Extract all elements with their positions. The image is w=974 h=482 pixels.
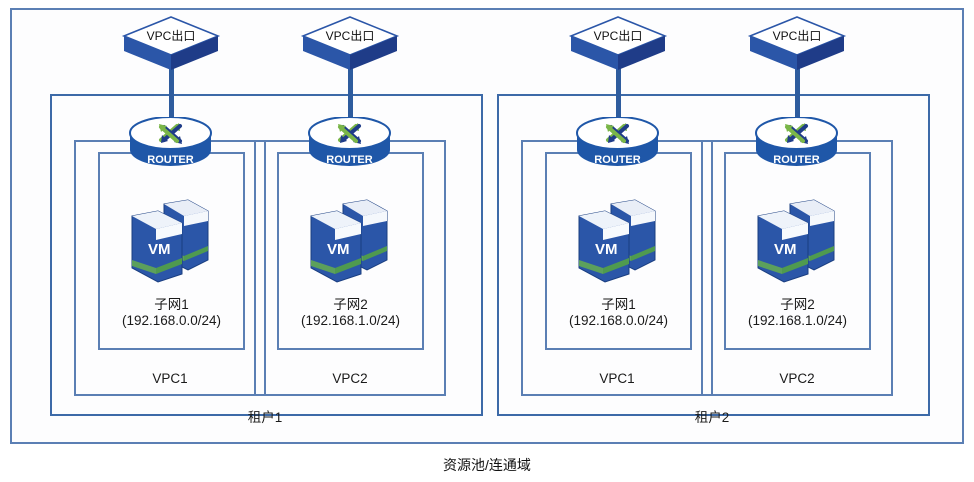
gateway-router-link-1-1 (169, 66, 174, 124)
router-label-2-2: ROUTER (773, 154, 820, 166)
subnet-name-2-1: 子网1 (601, 297, 636, 312)
router-icon-2-1: ROUTER (575, 117, 660, 172)
vpc-label-2-1: VPC1 (599, 371, 635, 386)
gateway-router-link-2-2 (795, 66, 800, 124)
vm-icon-1-2: VM (307, 198, 392, 284)
subnet-cidr-2-2: (192.168.1.0/24) (747, 313, 848, 328)
router-icon-1-2: ROUTER (307, 117, 392, 172)
vpc-gateway-text-2-1: VPC出口 (594, 29, 643, 43)
subnet-name-1-1: 子网1 (154, 297, 189, 312)
vpc-label-1-1: VPC1 (152, 371, 188, 386)
resource-pool-title: 资源池/连通域 (443, 457, 531, 473)
vpc-gateway-icon-2-1: VPC出口 (568, 16, 668, 72)
vm-icon-2-2: VM (754, 198, 839, 284)
vm-label-2-1: VM (595, 241, 618, 258)
tenant-label-2: 租户2 (694, 410, 730, 425)
gateway-router-link-1-2 (348, 66, 353, 124)
vpc-label-1-2: VPC2 (332, 371, 368, 386)
router-icon-1-1: ROUTER (128, 117, 213, 172)
vpc-gateway-text-1-1: VPC出口 (147, 29, 196, 43)
vpc-gateway-icon-2-2: VPC出口 (747, 16, 847, 72)
tenant-frame-2 (497, 94, 930, 416)
vm-label-1-1: VM (148, 241, 171, 258)
router-label-1-1: ROUTER (147, 154, 194, 166)
vm-label-2-2: VM (774, 241, 797, 258)
tenant-frame-1 (50, 94, 483, 416)
vm-icon-1-1: VM (128, 198, 213, 284)
vpc-label-2-2: VPC2 (779, 371, 815, 386)
vm-label-1-2: VM (327, 241, 350, 258)
vpc-gateway-icon-1-1: VPC出口 (121, 16, 221, 72)
router-label-2-1: ROUTER (594, 154, 641, 166)
router-label-1-2: ROUTER (326, 154, 373, 166)
subnet-cidr-1-2: (192.168.1.0/24) (300, 313, 401, 328)
vpc-gateway-icon-1-2: VPC出口 (300, 16, 400, 72)
gateway-router-link-2-1 (616, 66, 621, 124)
vpc-gateway-text-1-2: VPC出口 (326, 29, 375, 43)
router-icon-2-2: ROUTER (754, 117, 839, 172)
subnet-name-1-2: 子网2 (333, 297, 368, 312)
subnet-label-1-2: 子网2 (192.168.1.0/24) (277, 297, 424, 329)
vm-icon-2-1: VM (575, 198, 660, 284)
vpc-gateway-text-2-2: VPC出口 (773, 29, 822, 43)
tenant-label-1: 租户1 (247, 410, 283, 425)
subnet-cidr-2-1: (192.168.0.0/24) (568, 313, 669, 328)
subnet-cidr-1-1: (192.168.0.0/24) (121, 313, 222, 328)
subnet-label-1-1: 子网1 (192.168.0.0/24) (98, 297, 245, 329)
subnet-label-2-1: 子网1 (192.168.0.0/24) (545, 297, 692, 329)
subnet-label-2-2: 子网2 (192.168.1.0/24) (724, 297, 871, 329)
subnet-name-2-2: 子网2 (780, 297, 815, 312)
